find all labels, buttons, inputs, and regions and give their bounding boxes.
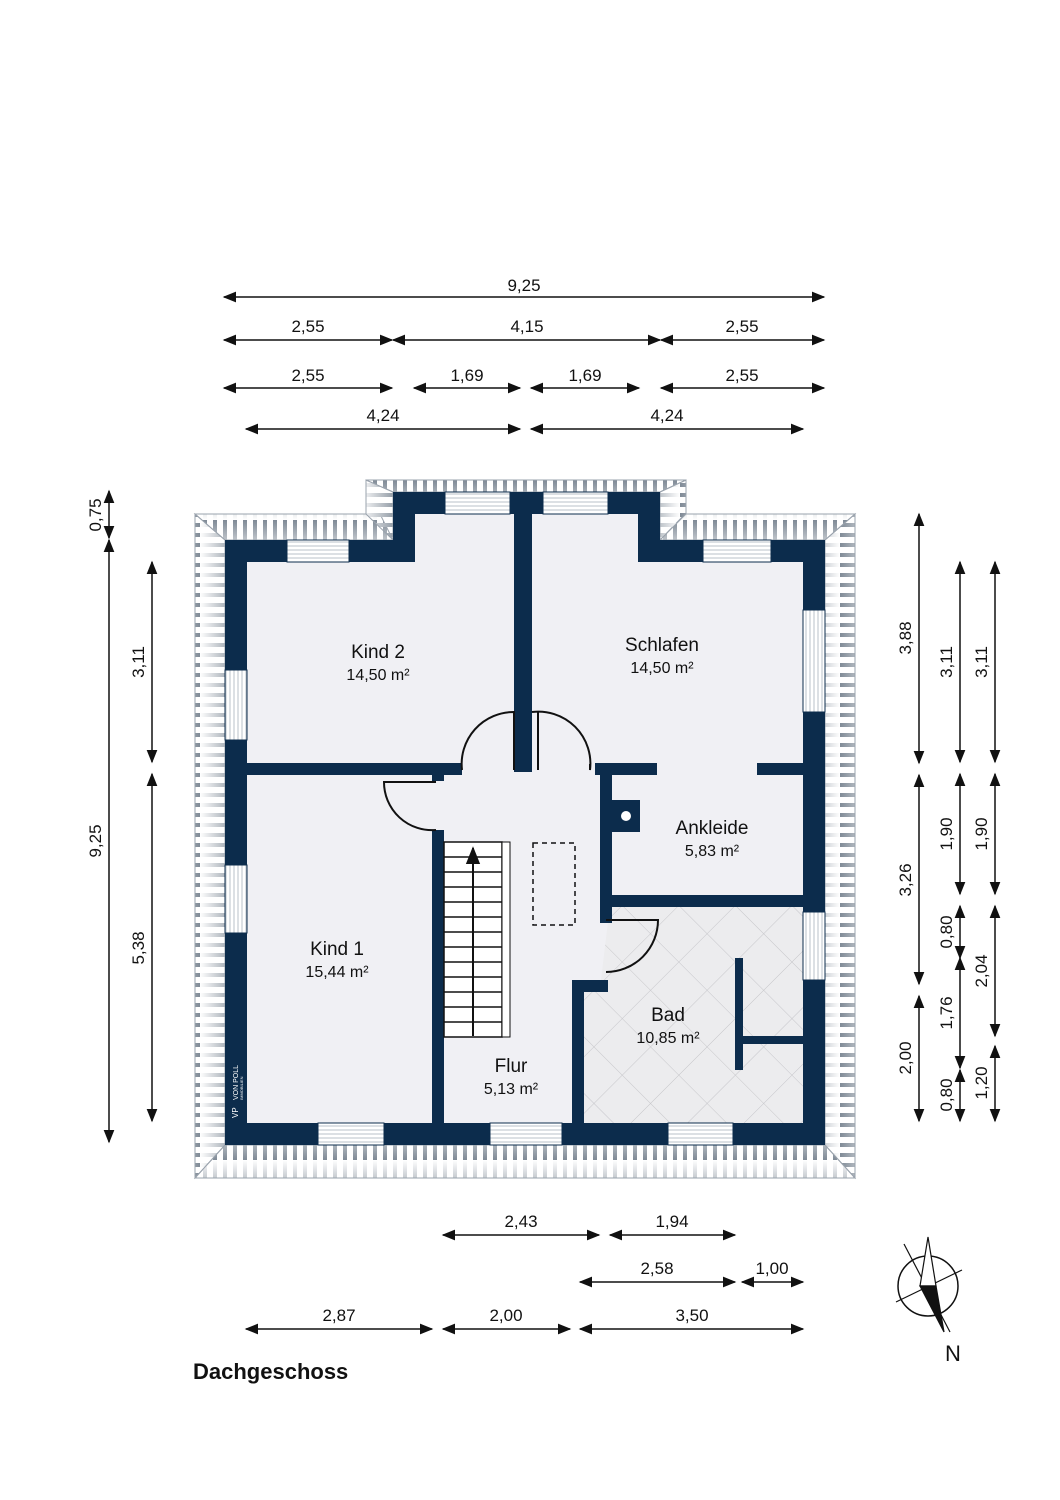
dimension-label: 0,80 bbox=[937, 915, 956, 948]
dimensions-left bbox=[103, 489, 158, 1144]
logo-name: VON POLL bbox=[233, 1065, 240, 1100]
room-name: Flur bbox=[495, 1056, 528, 1077]
dimension-label: 1,90 bbox=[972, 817, 991, 850]
dimension-label: 3,26 bbox=[896, 863, 915, 896]
dimension-label: 2,55 bbox=[291, 366, 324, 385]
dimensions-bottom bbox=[244, 1229, 805, 1335]
dimension-label: 2,00 bbox=[896, 1041, 915, 1074]
dimensions-top bbox=[222, 291, 826, 435]
dimension-label: 2,55 bbox=[725, 317, 758, 336]
dimension-label: 2,55 bbox=[291, 317, 324, 336]
dimension-label: 0,80 bbox=[937, 1078, 956, 1111]
dimension-label: 2,43 bbox=[504, 1212, 537, 1231]
room-name: Kind 2 bbox=[351, 642, 405, 663]
door-kind1 bbox=[382, 781, 437, 832]
dimension-label: 3,11 bbox=[972, 646, 991, 678]
roof-eaves bbox=[193, 479, 857, 1180]
dimension-label: 2,58 bbox=[640, 1259, 673, 1278]
room-area: 10,85 m² bbox=[636, 1030, 700, 1047]
dimension-label: 1,69 bbox=[568, 366, 601, 385]
logo-initials: VP bbox=[231, 1107, 240, 1118]
dimension-label: 0,75 bbox=[86, 498, 105, 531]
dimension-label: 3,88 bbox=[896, 621, 915, 654]
floor-areas bbox=[225, 492, 825, 1145]
room-name: Schlafen bbox=[625, 635, 699, 656]
door-bad bbox=[605, 919, 660, 973]
room-area: 14,50 m² bbox=[346, 667, 410, 684]
dimension-label: 1,00 bbox=[755, 1259, 788, 1278]
dimension-label: 5,38 bbox=[129, 931, 148, 964]
compass-icon bbox=[895, 1236, 963, 1333]
room-name: Kind 1 bbox=[310, 939, 364, 960]
dimension-label: 1,69 bbox=[450, 366, 483, 385]
dimension-label: 4,24 bbox=[366, 406, 399, 425]
bathroom-tiles bbox=[572, 905, 805, 1125]
dimension-label: 2,87 bbox=[322, 1306, 355, 1325]
dimension-label: 4,15 bbox=[510, 317, 543, 336]
brand-logo: VP VON POLL IMMOBILIEN bbox=[227, 1050, 244, 1122]
logo-sub: IMMOBILIEN bbox=[239, 1076, 244, 1100]
room-area: 5,13 m² bbox=[484, 1081, 539, 1098]
dimension-label: 4,24 bbox=[650, 406, 683, 425]
room-labels: Kind 2 14,50 m² Schlafen 14,50 m² Anklei… bbox=[305, 635, 748, 1098]
room-area: 15,44 m² bbox=[305, 964, 369, 981]
dimension-label: 3,11 bbox=[129, 646, 148, 678]
doors bbox=[382, 710, 660, 973]
staircase bbox=[443, 841, 511, 1038]
dimension-label: 1,76 bbox=[937, 996, 956, 1029]
dimension-label: 2,55 bbox=[725, 366, 758, 385]
chimney-icon bbox=[621, 811, 631, 821]
room-name: Bad bbox=[651, 1005, 685, 1026]
door-kind2 bbox=[460, 710, 515, 771]
dimensions-right bbox=[913, 512, 1001, 1123]
dimension-label: 1,94 bbox=[655, 1212, 688, 1231]
dimension-label: 2,04 bbox=[972, 954, 991, 987]
room-area: 5,83 m² bbox=[685, 843, 740, 860]
dimension-label: 1,20 bbox=[972, 1066, 991, 1099]
dimension-label: 1,90 bbox=[937, 817, 956, 850]
roof-hatch bbox=[532, 842, 576, 926]
room-name: Ankleide bbox=[676, 818, 749, 839]
dimension-label: 3,11 bbox=[937, 646, 956, 678]
dimension-label: 3,50 bbox=[675, 1306, 708, 1325]
north-label: N bbox=[945, 1341, 961, 1366]
plan-title: Dachgeschoss bbox=[193, 1359, 348, 1384]
dimension-label: 9,25 bbox=[507, 276, 540, 295]
windows bbox=[224, 491, 826, 1146]
dimension-label: 9,25 bbox=[86, 824, 105, 857]
room-area: 14,50 m² bbox=[630, 660, 694, 677]
dimension-label: 2,00 bbox=[489, 1306, 522, 1325]
